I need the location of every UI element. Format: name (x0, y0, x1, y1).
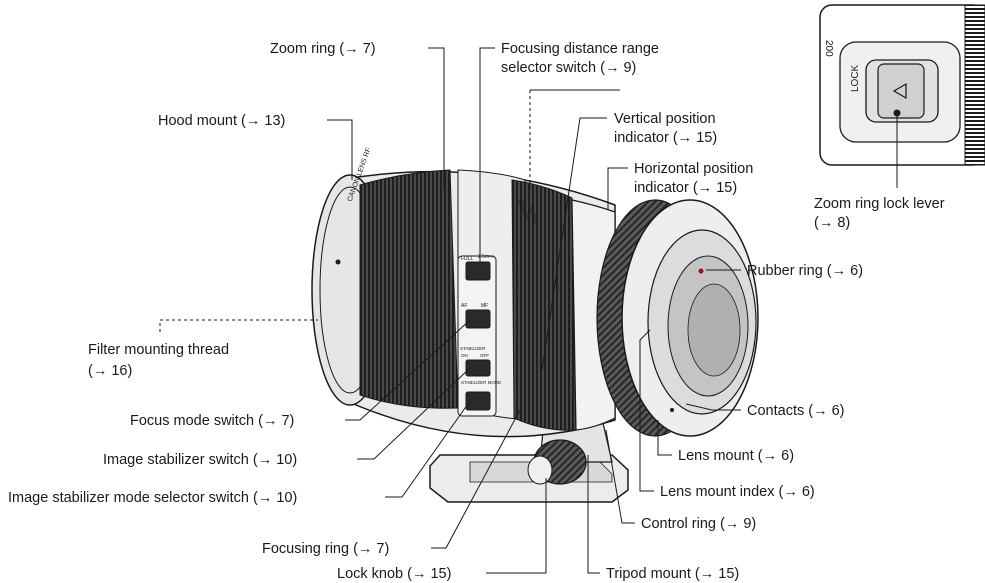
label-hood-mount: Hood mount (→ 13) (158, 113, 285, 129)
label-filter-thread-1: Filter mounting thread (88, 342, 229, 358)
label-focusing-range-1: Focusing distance range (501, 41, 659, 57)
label-stabilizer-mode: Image stabilizer mode selector switch (→… (8, 490, 297, 506)
zoom-lock-inset: LOCK 200 (819, 4, 985, 166)
label-focus-mode: Focus mode switch (→ 7) (130, 413, 294, 429)
mf-mark: MF (481, 303, 488, 309)
label-lens-mount: Lens mount (→ 6) (678, 448, 794, 464)
label-horizontal-position-1: Horizontal position (634, 161, 753, 177)
callout-labels: Zoom ring (→ 7) Focusing distance range … (8, 41, 945, 582)
lock-mark: LOCK (850, 64, 861, 92)
label-zoom-lock-2: (→ 8) (814, 215, 850, 231)
zoom-ring-band (359, 169, 459, 409)
label-zoom-ring: Zoom ring (→ 7) (270, 41, 376, 57)
stabilizer-mark: STABILIZER (460, 346, 486, 351)
label-tripod-mount: Tripod mount (→ 15) (606, 566, 739, 582)
focus-mode-switch-knob[interactable] (465, 309, 491, 329)
on-mark: ON (461, 353, 468, 358)
label-focusing-ring: Focusing ring (→ 7) (262, 541, 389, 557)
af-mark: AF (461, 303, 467, 309)
stabilizer-switch-knob[interactable] (465, 359, 491, 377)
label-stabilizer: Image stabilizer switch (→ 10) (103, 452, 297, 468)
label-rubber-ring: Rubber ring (→ 6) (747, 263, 863, 279)
range-selector-switch[interactable] (465, 261, 491, 281)
off-mark: OFF (480, 353, 489, 358)
range-full-mark: FULL (461, 256, 473, 262)
label-zoom-lock-1: Zoom ring lock lever (814, 196, 945, 212)
stabilizer-mode-mark: STABILIZER MODE (461, 380, 501, 385)
range-near-mark: 2.5m-∞ (478, 254, 495, 260)
leader-lines (159, 47, 898, 574)
label-filter-thread-2: (→ 16) (88, 363, 132, 379)
label-lock-knob: Lock knob (→ 15) (337, 566, 451, 582)
label-lens-mount-index: Lens mount index (→ 6) (660, 484, 815, 500)
label-vertical-position-1: Vertical position (614, 111, 716, 127)
label-focusing-range-2: selector switch (→ 9) (501, 60, 636, 76)
label-control-ring: Control ring (→ 9) (641, 516, 756, 532)
switch-panel: FULL 2.5m-∞ AF MF STABILIZER ON OFF STAB… (457, 254, 501, 417)
lens-body: CANON LENS RF Canon 70-200 FULL 2.5m-∞ (311, 147, 759, 503)
stabilizer-mode-switch-knob[interactable] (465, 391, 491, 411)
zoom-scale-mark: 200 (823, 40, 834, 57)
zoom-lock-lever-knob[interactable] (877, 63, 925, 119)
label-contacts: Contacts (→ 6) (747, 403, 845, 419)
focusing-ring-band (511, 179, 577, 431)
label-horizontal-position-2: indicator (→ 15) (634, 180, 737, 196)
label-vertical-position-2: indicator (→ 15) (614, 130, 717, 146)
